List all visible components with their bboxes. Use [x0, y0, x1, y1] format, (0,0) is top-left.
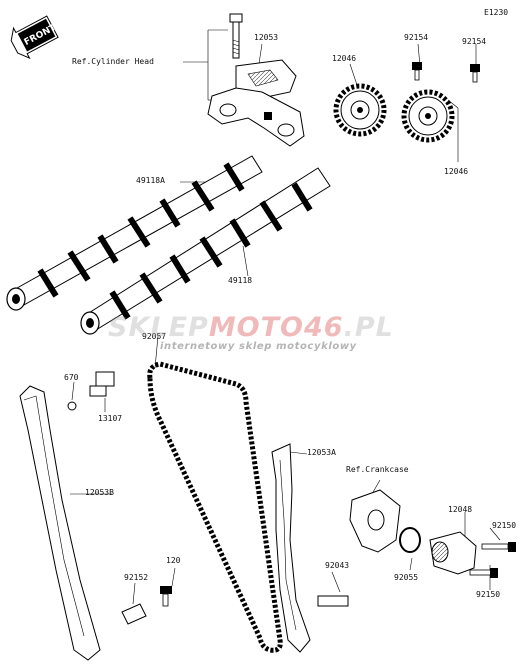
camshaft-intake [80, 167, 331, 335]
chain-guide-right [271, 443, 311, 653]
callout-13107[interactable]: 13107 [98, 414, 123, 423]
callout-92154-a[interactable]: 92154 [404, 33, 429, 42]
sprocket-right [401, 89, 455, 143]
camshaft-exhaust [6, 155, 263, 311]
timing-chain [147, 361, 283, 653]
callout-12046-b[interactable]: 12046 [444, 167, 469, 176]
watermark-brand: SKLEPMOTO46.PL [108, 312, 394, 343]
front-arrow-icon: FRONT [10, 15, 59, 60]
callout-ref-crankcase[interactable]: Ref.Crankcase [346, 465, 409, 474]
callout-92152[interactable]: 92152 [124, 573, 149, 582]
callout-49118[interactable]: 49118 [228, 276, 253, 285]
callout-92057[interactable]: 92057 [142, 332, 167, 341]
sprocket-left [333, 83, 387, 137]
crankcase-bracket [349, 489, 421, 553]
tensioner-cap-bolt [67, 371, 115, 411]
callout-ref-cylinder-head[interactable]: Ref.Cylinder Head [72, 57, 154, 66]
watermark-prefix: SKLEP [108, 312, 209, 343]
sprocket-bolts [412, 62, 480, 83]
tensioner-bolts [469, 542, 516, 578]
leader-lines [70, 29, 501, 605]
callout-49118a[interactable]: 49118A [136, 176, 165, 185]
callout-120[interactable]: 120 [166, 556, 181, 565]
chain-tensioner [429, 531, 477, 575]
callout-670[interactable]: 670 [64, 373, 79, 382]
guide-bolt [160, 586, 172, 607]
cam-cap-assembly [207, 13, 305, 147]
watermark-highlight: MOTO46 [208, 312, 344, 343]
callout-92150-a[interactable]: 92150 [492, 521, 517, 530]
callout-12048[interactable]: 12048 [448, 505, 473, 514]
chain-guide-left [19, 385, 101, 661]
callout-12046-a[interactable]: 12046 [332, 54, 357, 63]
watermark-suffix: .PL [343, 312, 394, 343]
callout-92043[interactable]: 92043 [325, 561, 350, 570]
guide-pin [317, 595, 349, 607]
watermark-tagline: internetowy sklep motocyklowy [160, 341, 357, 352]
callout-92150-b[interactable]: 92150 [476, 590, 501, 599]
callout-92055[interactable]: 92055 [394, 573, 419, 582]
callout-92154-b[interactable]: 92154 [462, 37, 487, 46]
callout-12053b[interactable]: 12053B [85, 488, 114, 497]
guide-collar [121, 603, 147, 625]
callout-12053[interactable]: 12053 [254, 33, 279, 42]
callout-12053a[interactable]: 12053A [307, 448, 336, 457]
diagram-code: E1230 [484, 8, 509, 17]
